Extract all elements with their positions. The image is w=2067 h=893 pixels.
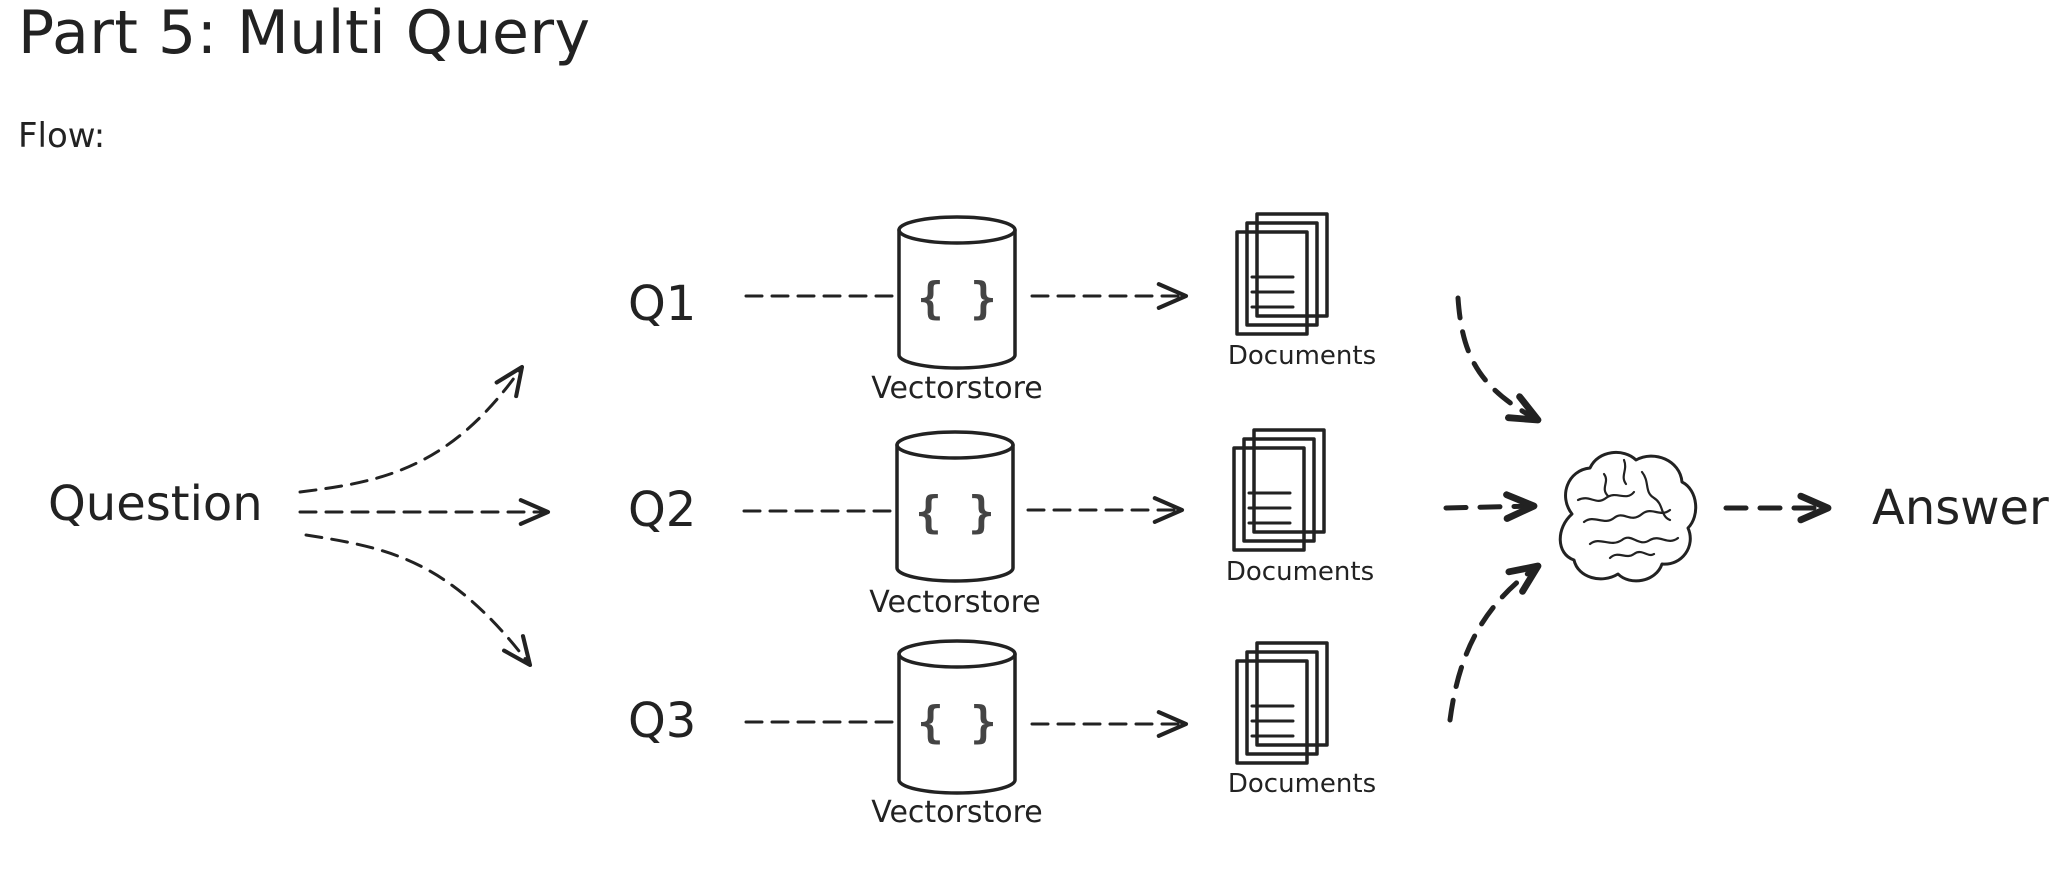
documents-label: Documents [1226, 557, 1374, 587]
converge-arrows [1443, 295, 1542, 723]
vectorstore-symbol: { } [917, 697, 996, 748]
vectorstore-icon: { } [897, 215, 1017, 370]
query-row-1: Q1 { } Vectorstore Documents [628, 212, 1376, 406]
documents-label: Documents [1228, 769, 1376, 799]
vectorstore-icon: { } [897, 639, 1017, 795]
query-row-3: Q3 { } Vectorstore Documents [628, 639, 1376, 830]
vectorstore-icon: { } [895, 430, 1015, 583]
flow-label: Flow: [18, 116, 106, 156]
arrow-question-to-q1 [298, 364, 525, 494]
documents-icon [1235, 212, 1329, 336]
brain-icon [1558, 451, 1698, 583]
documents-icon [1235, 641, 1329, 765]
arrow-question-to-q3 [304, 533, 533, 668]
documents-label: Documents [1228, 341, 1376, 371]
answer-label: Answer [1872, 480, 2049, 536]
vectorstore-symbol: { } [917, 273, 996, 324]
arrow-docs3-to-brain [1447, 562, 1542, 723]
query-label: Q3 [628, 693, 696, 749]
documents-icon [1232, 428, 1326, 552]
vectorstore-label: Vectorstore [869, 585, 1040, 620]
query-label: Q1 [628, 276, 696, 332]
vectorstore-label: Vectorstore [871, 795, 1042, 830]
query-row-2: Q2 { } Vectorstore Documents [628, 428, 1374, 620]
fan-out-arrows [298, 364, 551, 668]
arrow-docs1-to-brain [1455, 295, 1542, 424]
vectorstore-label: Vectorstore [871, 371, 1042, 406]
vectorstore-symbol: { } [915, 487, 994, 538]
page-title: Part 5: Multi Query [18, 0, 591, 68]
arrow-docs2-to-brain [1443, 491, 1538, 522]
question-label: Question [48, 476, 263, 532]
query-label: Q2 [628, 482, 696, 538]
